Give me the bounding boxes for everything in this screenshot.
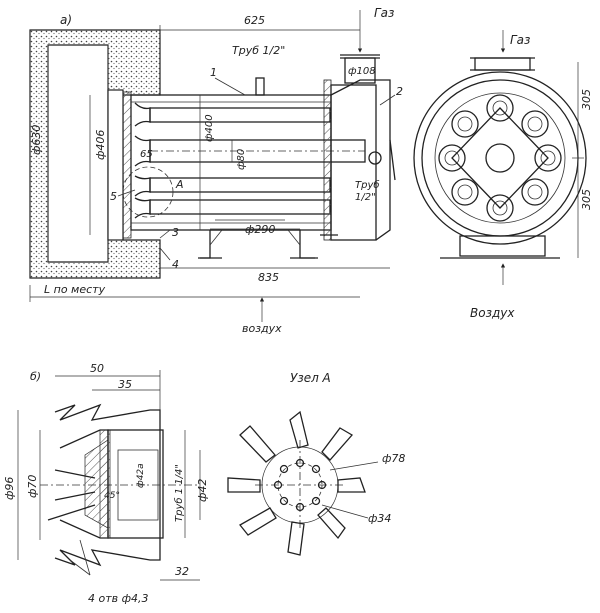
- node-a-jets: [227, 410, 366, 556]
- dim-50: 50: [90, 362, 104, 375]
- dim-d108: ф108: [348, 66, 376, 77]
- dim-d78: ф78: [382, 452, 405, 465]
- air-label-bottom: воздух: [242, 322, 282, 335]
- view-a-label: а): [60, 13, 72, 27]
- holes-label: 4 отв ф4,3: [88, 592, 149, 605]
- dim-d96: ф96: [3, 477, 16, 500]
- callout-5: 5: [110, 190, 117, 203]
- dim-32: 32: [175, 565, 189, 578]
- dim-d34: ф34: [368, 512, 391, 525]
- dim-65: 65: [140, 149, 153, 160]
- callout-2: 2: [396, 85, 403, 98]
- dim-d400: ф400: [204, 114, 215, 142]
- dim-L: L по месту: [44, 283, 106, 296]
- pipe-label-b: Труб 1 1/4": [173, 464, 185, 522]
- burner-ring: [438, 94, 562, 222]
- air-label-end: Воздух: [470, 306, 515, 320]
- view-b-tip-section: [17, 370, 201, 581]
- dim-305-top: 305: [580, 89, 593, 110]
- end-view: [413, 30, 587, 285]
- pipe-label-top: Труб 1/2": [232, 44, 285, 57]
- node-a-label: А: [175, 178, 184, 191]
- dim-835: 835: [258, 271, 279, 284]
- dim-625: 625: [244, 14, 265, 27]
- angle-45: 45°: [104, 491, 120, 501]
- pipe-label-side-1: Труб: [355, 179, 380, 191]
- node-a-title: Узел А: [290, 371, 331, 385]
- pipe-label-side-2: 1/2": [355, 192, 376, 203]
- node-a-view: [227, 410, 379, 556]
- dim-35: 35: [118, 378, 132, 391]
- view-b-label: б): [30, 370, 41, 383]
- burner-tips: [134, 102, 151, 219]
- node-a-holes: [273, 458, 327, 512]
- view-a-side-section: [29, 10, 396, 322]
- node-a-marker: [122, 166, 174, 218]
- air-tubes: [149, 107, 366, 215]
- dim-305-bottom: 305: [580, 189, 593, 210]
- dim-d406: ф406: [94, 130, 107, 160]
- dim-d42a: ф42а: [136, 463, 146, 488]
- dim-d80: ф80: [236, 149, 247, 170]
- gas-label-end: Газ: [510, 33, 530, 47]
- dim-d290: ф290: [245, 223, 275, 236]
- callout-4: 4: [172, 258, 179, 271]
- gas-label-side: Газ: [374, 6, 394, 20]
- callout-1: 1: [210, 66, 217, 79]
- dim-d630: ф630: [30, 125, 43, 155]
- front-flange: [107, 89, 124, 241]
- dim-d70: ф70: [26, 475, 39, 498]
- dim-d42: ф42: [196, 479, 209, 502]
- callout-3: 3: [172, 226, 179, 239]
